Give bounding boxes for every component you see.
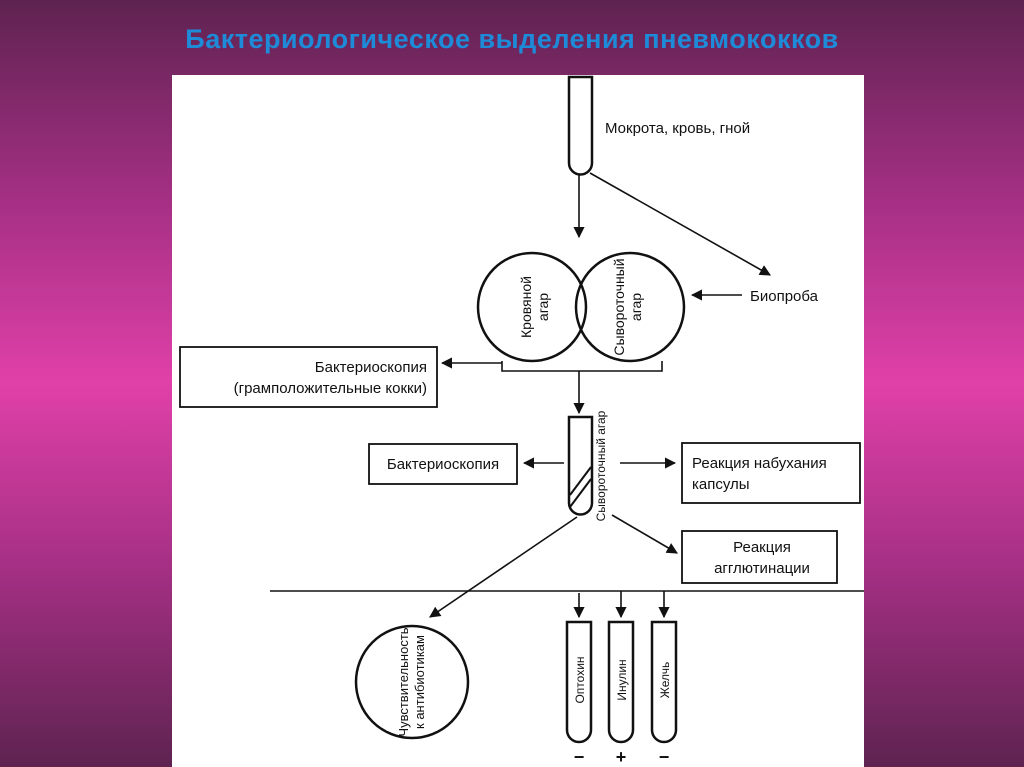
tube-inulin <box>607 620 635 744</box>
agglutination-box <box>681 530 838 584</box>
serum-agar-tube-label: Сывороточный агар <box>594 410 608 521</box>
bioassay-label: Биопроба <box>750 288 819 305</box>
capsule-swelling-line-1: Реакция набухания <box>692 455 827 472</box>
antibiotic-sensitivity-plate <box>354 624 470 740</box>
tube-inulin-sign: + <box>616 747 627 767</box>
bacterioscopy-1-line-2: (грамположительные кокки) <box>234 380 427 397</box>
arrow-to-agglutination <box>611 514 678 554</box>
capsule-swelling-box <box>681 442 861 504</box>
antibiotic-sensitivity-line-2: к антибиотикам <box>412 635 427 729</box>
bacterioscopy-1-box <box>179 346 438 408</box>
antibiotic-sensitivity-line-1: Чувствительность <box>396 627 411 736</box>
plates-bracket <box>501 361 663 372</box>
bacterioscopy-2-label: Бактериоскопия <box>387 456 499 473</box>
tube-bile-label: Желчь <box>658 662 672 698</box>
tube-bile <box>650 620 678 744</box>
tube-inulin-label: Инулин <box>615 659 629 700</box>
slide-title: Бактериологическое выделения пневмококко… <box>185 24 839 54</box>
bacterioscopy-1-line-1: Бактериоскопия <box>315 359 427 376</box>
specimen-label: Мокрота, кровь, гной <box>605 120 750 137</box>
tube-optochin-label: Оптохин <box>573 656 587 703</box>
blood-agar-label-2: агар <box>535 293 551 321</box>
tube-optochin-sign: − <box>574 747 585 767</box>
capsule-swelling-line-2: капсулы <box>692 476 750 493</box>
bacterioscopy-2-box <box>368 443 518 485</box>
agglutination-line-2: агглютинации <box>714 560 810 577</box>
agglutination-line-1: Реакция <box>733 539 791 556</box>
arrow-specimen-to-bioassay <box>589 172 771 276</box>
serum-agar-plate-label-2: агар <box>628 293 644 321</box>
serum-agar-plate <box>574 251 686 363</box>
diagram-panel: Мокрота, кровь, гной Кровяной агар Сывор… <box>172 75 864 767</box>
tube-optochin <box>565 620 593 744</box>
arrow-to-antibiotic-sensitivity <box>429 516 578 618</box>
specimen-tube <box>567 75 594 176</box>
flowchart: Мокрота, кровь, гной Кровяной агар Сывор… <box>179 75 864 767</box>
blood-agar-label-1: Кровяной <box>518 276 534 338</box>
blood-agar-plate <box>476 251 588 363</box>
serum-agar-tube <box>567 415 594 516</box>
serum-agar-plate-label-1: Сывороточный <box>611 258 627 355</box>
tube-bile-sign: − <box>659 747 670 767</box>
